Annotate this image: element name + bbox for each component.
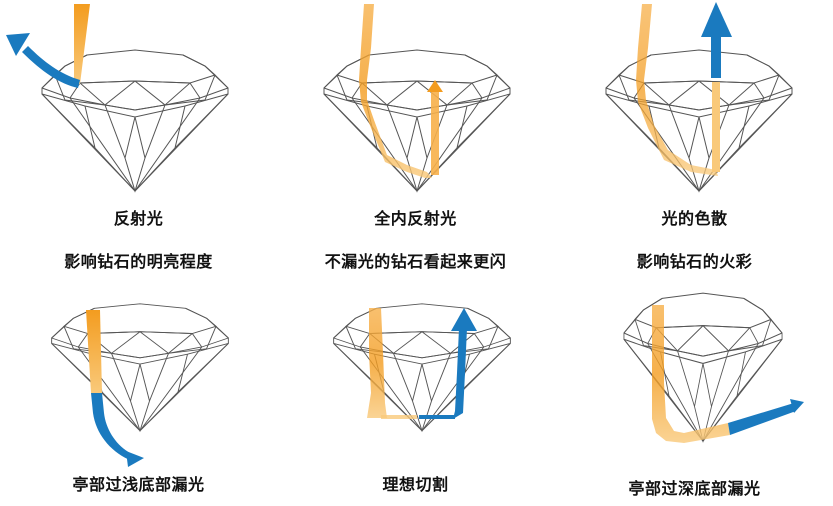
diamond-reflection-icon — [6, 4, 229, 192]
diamond-deep-pavilion-icon — [623, 292, 804, 443]
panel-subtitle: 不漏光的钻石看起来更闪 — [324, 252, 507, 271]
panel-shallow-pavilion: 亭部过浅底部漏光 — [0, 253, 277, 506]
panel-title: 亭部过深底部漏光 — [628, 479, 761, 498]
panel-title: 光的色散 — [661, 209, 728, 228]
panel-title: 反射光 — [113, 209, 164, 228]
panel-title: 全内反射光 — [374, 209, 457, 228]
panel-reflected-light: 反射光 影响钻石的明亮程度 — [0, 0, 277, 271]
diamond-dispersion-icon — [605, 2, 793, 192]
panel-total-internal-reflection: 全内反射光 不漏光的钻石看起来更闪 — [277, 0, 554, 271]
diamond-ideal-cut-icon — [333, 303, 511, 432]
panel-deep-pavilion: 亭部过深底部漏光 — [556, 253, 833, 506]
diamond-shallow-pavilion-icon — [51, 303, 229, 467]
panel-subtitle: 影响钻石的火彩 — [636, 252, 753, 271]
panel-subtitle: 影响钻石的明亮程度 — [64, 252, 213, 271]
panel-title: 理想切割 — [382, 475, 449, 494]
diamond-total-internal-reflection-icon — [323, 4, 511, 192]
panel-ideal-cut: 理想切割 — [277, 253, 554, 506]
panel-title: 亭部过浅底部漏光 — [72, 475, 205, 494]
panel-dispersion: 光的色散 影响钻石的火彩 — [556, 0, 833, 271]
